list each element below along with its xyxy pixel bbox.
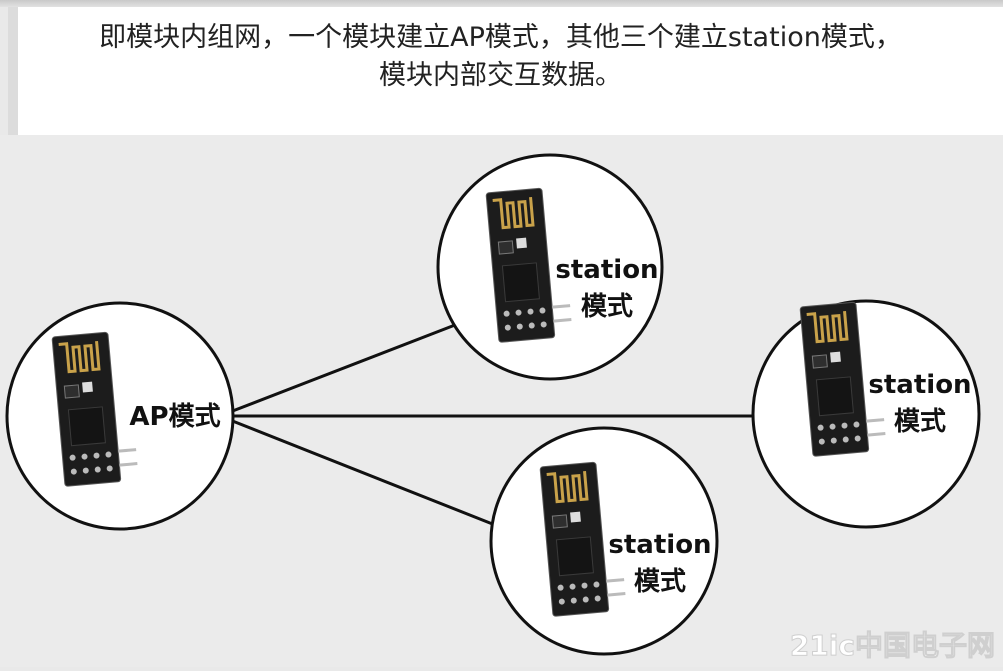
top-border bbox=[0, 0, 1003, 7]
link-ap-station-top bbox=[229, 323, 456, 414]
description-line-2: 模块内部交互数据。 bbox=[379, 60, 622, 91]
watermark-logo: 21ic中国电子网 bbox=[790, 629, 995, 662]
ap-label: AP模式 bbox=[129, 402, 220, 432]
diagram-canvas: AP模式 station 模式 station 模式 station 模式 21… bbox=[5, 153, 996, 663]
link-ap-station-bottom bbox=[229, 418, 496, 527]
description-box: 即模块内组网，一个模块建立AP模式，其他三个建立station模式， 模块内部交… bbox=[18, 7, 1003, 135]
station-top-label-line-1: station bbox=[555, 255, 658, 285]
station-bottom-label-line-2: 模式 bbox=[634, 567, 686, 597]
station-node-right: station 模式 bbox=[751, 299, 981, 529]
station-node-top: station 模式 bbox=[436, 153, 664, 381]
station-top-label-line-2: 模式 bbox=[581, 292, 633, 322]
quote-bar bbox=[8, 7, 18, 135]
description-text: 即模块内组网，一个模块建立AP模式，其他三个建立station模式， 模块内部交… bbox=[18, 19, 983, 95]
station-right-label-line-2: 模式 bbox=[894, 407, 946, 437]
station-right-label-line-1: station bbox=[868, 370, 971, 400]
description-line-1: 即模块内组网，一个模块建立AP模式，其他三个建立station模式， bbox=[99, 22, 902, 53]
network-diagram: AP模式 station 模式 station 模式 station 模式 21… bbox=[0, 135, 1003, 667]
ap-node: AP模式 bbox=[5, 301, 235, 531]
station-node-bottom: station 模式 bbox=[489, 426, 719, 656]
connection-lines bbox=[229, 323, 760, 527]
station-bottom-label-line-1: station bbox=[608, 530, 711, 560]
